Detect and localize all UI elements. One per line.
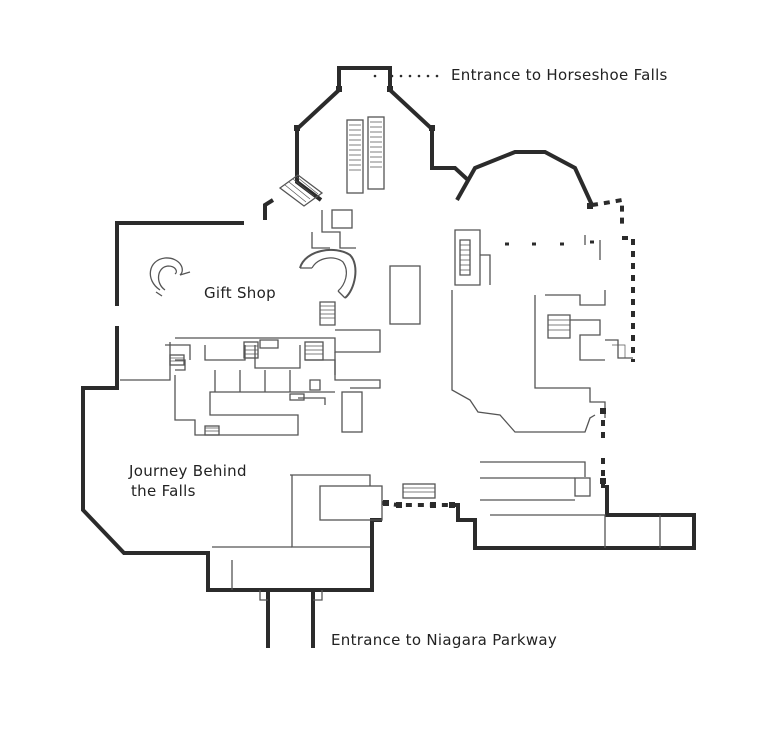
journey-label-line2: the Falls bbox=[131, 481, 196, 500]
entrance-horseshoe-falls-label: Entrance to Horseshoe Falls bbox=[451, 66, 668, 84]
gift-shop-top-wall bbox=[115, 221, 244, 306]
interior-walls bbox=[120, 116, 661, 601]
journey-label-line1: Journey Behind bbox=[129, 462, 247, 480]
gift-shop-label: Gift Shop bbox=[204, 284, 276, 302]
entrance-niagara-parkway-label: Entrance to Niagara Parkway bbox=[331, 631, 558, 649]
horseshoe-leader-dots bbox=[373, 74, 439, 78]
journey-behind-the-falls-label: Journey Behind the Falls bbox=[129, 462, 247, 501]
east-arc-wall bbox=[455, 150, 594, 206]
north-west-wall bbox=[295, 88, 341, 202]
north-entrance-wall bbox=[337, 66, 470, 182]
gift-shop-west-lower bbox=[81, 326, 382, 592]
central-display bbox=[389, 265, 421, 325]
ticket-counter bbox=[319, 485, 383, 521]
north-west-stub bbox=[263, 198, 275, 220]
east-lower-wall bbox=[452, 485, 696, 550]
escalator-left bbox=[346, 119, 364, 194]
exterior-walls bbox=[81, 66, 696, 648]
escalator-right bbox=[367, 116, 385, 190]
dotted-walls bbox=[381, 197, 635, 507]
wall-posts bbox=[294, 86, 606, 508]
